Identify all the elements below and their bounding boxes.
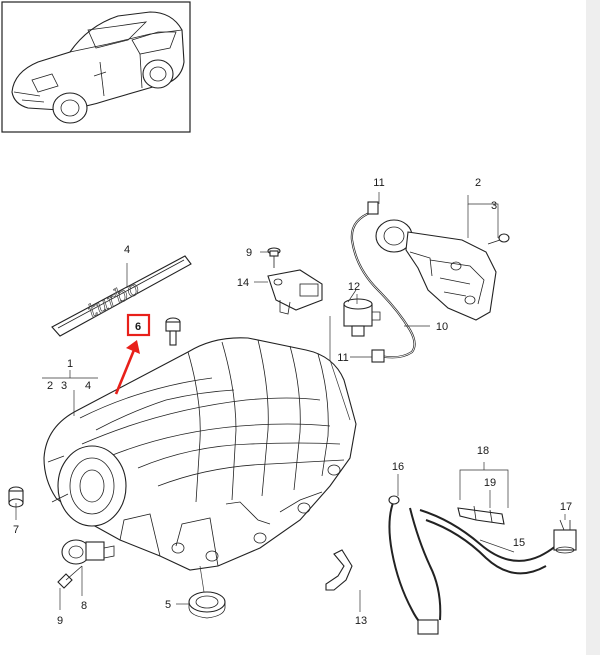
callout-5: 5: [165, 599, 171, 611]
callout-13: 13: [355, 615, 367, 627]
callout-6: 6: [135, 321, 141, 333]
callout-18: 18: [477, 445, 489, 457]
vehicle-thumbnail: [1, 1, 191, 133]
part-11-clip-upper: [367, 201, 379, 215]
highlight-arrow-shaft: [114, 349, 136, 395]
callout-10: 10: [436, 321, 448, 333]
callout-14: 14: [237, 277, 249, 289]
callout-1-sub-2: 2: [47, 380, 53, 392]
callout-11-lower: 11: [337, 352, 348, 364]
callout-4: 4: [124, 244, 130, 256]
part-1-intake-manifold: [43, 337, 357, 571]
callout-labels: 4 6 1 2 3 4 9 14 12 11 2 3 10 11 7 8 9 5…: [13, 177, 572, 627]
part-9-bolt-lower: [57, 565, 83, 589]
part-8-sensor: [61, 539, 115, 565]
right-edge-band: [586, 0, 600, 655]
callout-8: 8: [81, 600, 87, 612]
part-6-stud: [165, 317, 181, 346]
callout-1: 1: [67, 358, 73, 370]
callout-9-lower: 9: [57, 615, 63, 627]
callout-9-upper: 9: [246, 247, 252, 259]
part-2-actuator: [375, 219, 497, 321]
callout-15: 15: [513, 537, 525, 549]
callout-17: 17: [560, 501, 572, 513]
leader-lines: [15, 192, 566, 612]
callout-1-sub-4: 4: [85, 380, 91, 392]
part-13-bracket: [325, 549, 353, 591]
part-12-valve: [343, 298, 381, 337]
callout-19: 19: [484, 477, 496, 489]
highlight-part-6: [114, 313, 151, 395]
callout-12: 12: [348, 281, 360, 293]
callout-7: 7: [13, 524, 19, 536]
highlight-box: [126, 313, 151, 337]
part-14-sensor: [267, 269, 323, 315]
part-3-bolt: [487, 233, 510, 245]
part-11-clip-lower: [371, 349, 385, 363]
part-19-bracket: [457, 505, 505, 525]
callout-2: 2: [475, 177, 481, 189]
callout-16: 16: [392, 461, 404, 473]
callout-1-sub-3: 3: [61, 380, 67, 392]
part-16-line: [388, 495, 442, 635]
part-9-bolt-upper: [267, 247, 281, 268]
part-10-hose: [350, 210, 416, 359]
part-5-gasket: [188, 591, 226, 619]
highlight-arrow-head: [126, 340, 140, 354]
callout-2-sub-3: 3: [491, 200, 497, 212]
part-15-line: [419, 509, 567, 575]
part-17-valve: [553, 519, 577, 554]
callout-11-upper: 11: [373, 177, 384, 189]
